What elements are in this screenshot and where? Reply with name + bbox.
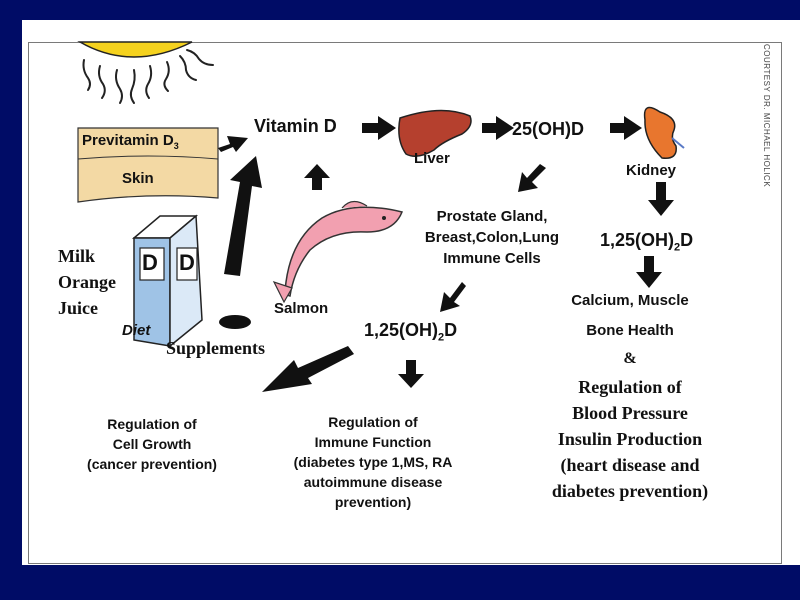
supplements-label: Supplements [166,338,266,358]
kidney-icon [643,106,685,159]
salmon-icon [272,200,404,304]
kidney-calcitriol-label: 1,25(OH)2D [600,230,694,254]
food-milk: Milk [58,246,96,266]
calcium-muscle-label: Calcium, Muscle [571,292,689,309]
outcome-line: (diabetes type 1,MS, RA [293,454,453,470]
tissue-calcitriol-label: 1,25(OH)2D [364,320,458,344]
arrow-calcitriol-to-calcium [636,256,662,288]
outcome-line: Regulation of [328,414,418,430]
regulation-blood-pressure-block: Regulation of Blood Pressure Insulin Pro… [520,374,740,504]
regulation-line: diabetes prevention) [551,481,709,501]
carton-letter-right: D [179,250,195,275]
arrow-liver-to-25ohd [482,116,514,140]
arrow-calcitriol-to-immune [398,360,424,388]
milk-carton-icon [131,214,203,348]
arrow-tissues-to-calcitriol [440,282,466,312]
regulation-line: Blood Pressure [572,403,688,423]
salmon-label: Salmon [274,300,329,317]
target-tissues-label: Prostate Gland, Breast,Colon,Lung Immune… [410,206,574,269]
outcome-line: prevention) [334,494,412,510]
immune-function-block: Regulation of Immune Function (diabetes … [278,412,468,512]
vitamin-d-pathway-graphics [77,41,685,392]
tissue-line: Breast,Colon,Lung [424,229,560,246]
arrow-previtamin-to-vitamin-d [218,136,248,152]
arrow-supplements-to-vitamin-d [224,156,262,276]
regulation-line: Regulation of [578,377,682,397]
outcome-line: Immune Function [314,434,432,450]
skin-label: Skin [122,170,154,187]
calcidiol-label: 25(OH)D [512,119,585,139]
kidney-label: Kidney [626,162,677,179]
arrow-calcitriol-to-cell-growth [262,346,354,392]
food-orange: Orange [58,272,116,292]
outcome-line: (cancer prevention) [87,456,217,472]
tissue-line: Immune Cells [443,250,541,267]
image-credit: COURTESY DR. MICHAEL HOLICK [762,44,771,188]
previtamin-label: Previtamin D3 [82,132,179,151]
outcome-line: autoimmune disease [303,474,443,490]
slide: COURTESY DR. MICHAEL HOLICK Previtamin D… [22,20,800,565]
diet-label: Diet [122,322,151,339]
liver-icon [398,109,472,157]
liver-label: Liver [414,150,450,167]
skin-layer-graphic [77,127,219,203]
food-juice: Juice [58,298,98,318]
arrow-25ohd-to-kidney [610,116,642,140]
arrow-salmon-to-vitamin-d [304,164,330,190]
outcome-line: Cell Growth [112,436,192,452]
regulation-line: (heart disease and [560,455,700,475]
sun-icon [77,41,214,104]
arrow-kidney-to-calcitriol [648,182,674,216]
regulation-line: Insulin Production [557,429,703,449]
arrow-vitamin-d-to-liver [362,116,396,140]
tissue-line: Prostate Gland, [436,208,548,225]
cell-growth-block: Regulation of Cell Growth (cancer preven… [62,414,242,474]
arrow-25ohd-to-tissues [518,164,546,192]
supplement-pill-icon [219,315,251,329]
bone-health-label: Bone Health [586,322,674,339]
carton-letter-left: D [142,250,158,275]
figure-frame [28,42,782,564]
pathway-arrows [218,116,674,392]
outcome-line: Regulation of [107,416,197,432]
ampersand: & [623,350,637,367]
vitamin-d-label: Vitamin D [254,116,337,136]
